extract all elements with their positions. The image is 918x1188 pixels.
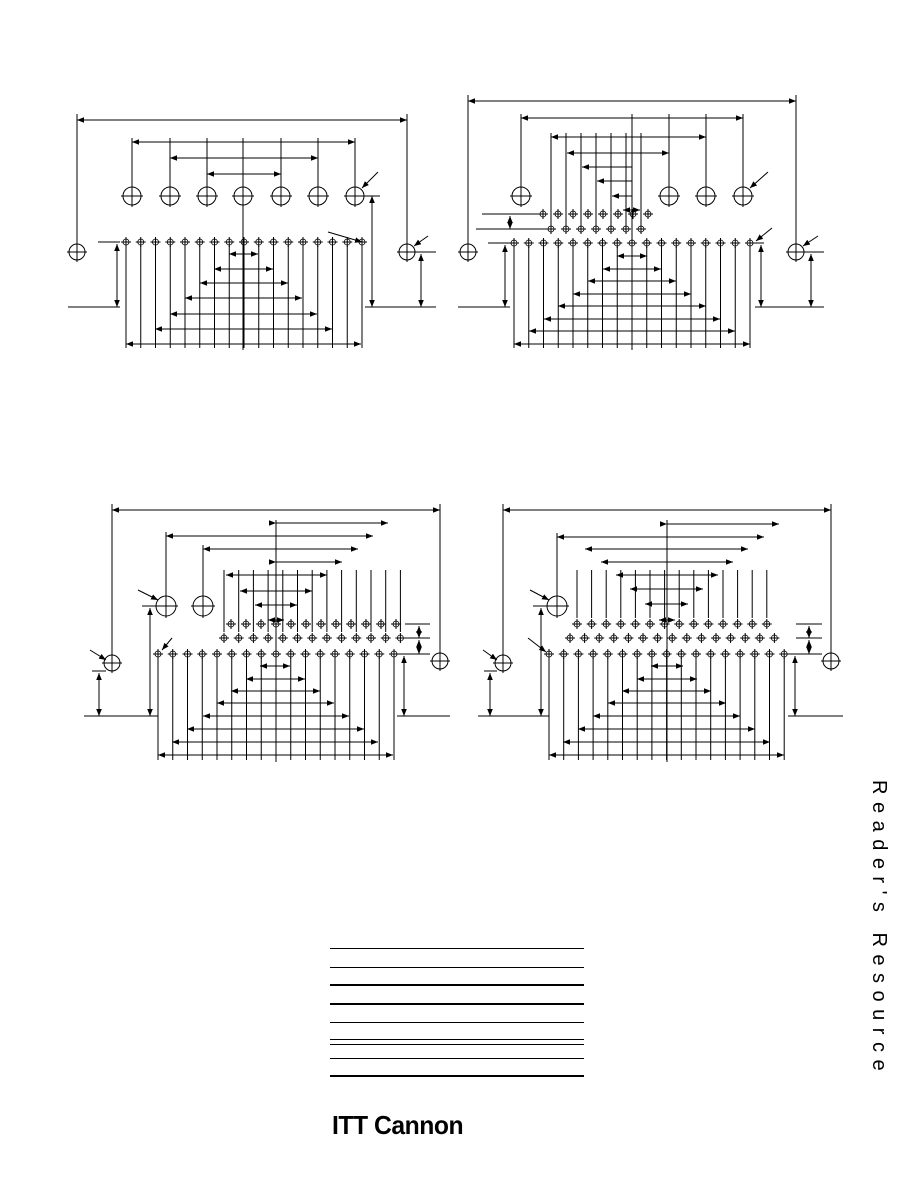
dimension-line xyxy=(361,171,379,189)
drawing-top-right xyxy=(458,95,824,350)
drawing-top-left xyxy=(67,114,436,350)
dimension-line xyxy=(529,589,550,601)
dimension-line xyxy=(755,227,773,242)
dimension-line xyxy=(327,231,363,243)
dimension-line xyxy=(482,649,498,661)
dimension-line xyxy=(413,235,429,247)
dimension-line xyxy=(137,589,159,601)
dimension-line xyxy=(527,637,547,653)
readers-resource-label: Reader's Resource xyxy=(868,780,890,1079)
dimension-line xyxy=(89,649,107,661)
spec-table-lines xyxy=(330,948,584,1080)
drawing-bottom-right xyxy=(478,504,843,762)
readers-resource-sidebar: Reader's Resource xyxy=(860,780,900,1080)
drawing-bottom-left xyxy=(84,504,450,762)
dimension-line xyxy=(802,235,819,247)
itt-cannon-logo: ITT Cannon xyxy=(332,1110,464,1140)
dimension-line xyxy=(749,171,769,189)
dimension-line xyxy=(161,637,173,651)
